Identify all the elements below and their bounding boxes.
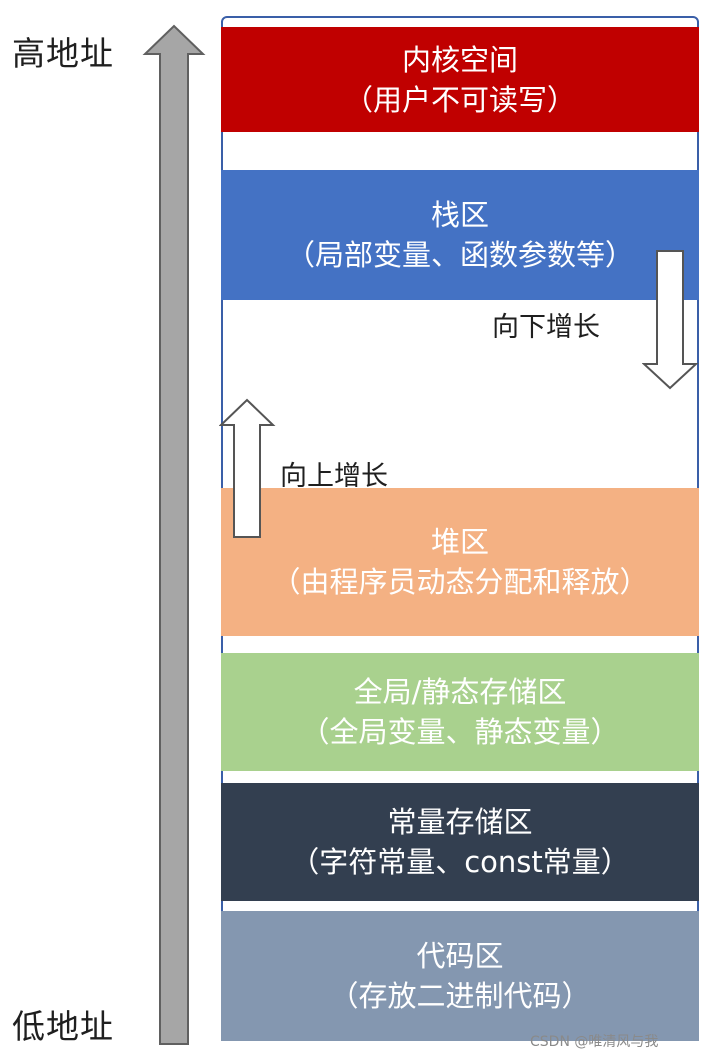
kernel-space-segment: 内核空间 （用户不可读写） bbox=[221, 27, 699, 132]
segment-subtitle: （局部变量、函数参数等） bbox=[285, 238, 634, 272]
segment-title: 常量存储区 bbox=[387, 805, 533, 839]
segment-title: 堆区 bbox=[430, 525, 489, 559]
constant-segment: 常量存储区 （字符常量、const常量） bbox=[221, 783, 699, 901]
segment-subtitle: （存放二进制代码） bbox=[329, 979, 591, 1013]
low-address-label: 低地址 bbox=[12, 1007, 114, 1046]
segment-title: 全局/静态存储区 bbox=[353, 675, 567, 709]
stack-growth-label: 向下增长 bbox=[492, 312, 600, 343]
segment-subtitle: （字符常量、const常量） bbox=[290, 845, 630, 879]
watermark: CSDN @唯清风与我 bbox=[530, 1034, 659, 1050]
heap-segment: 堆区 （由程序员动态分配和释放） bbox=[221, 488, 699, 636]
heap-growth-label: 向上增长 bbox=[280, 461, 388, 492]
segment-title: 代码区 bbox=[416, 939, 504, 973]
segment-subtitle: （由程序员动态分配和释放） bbox=[271, 565, 649, 599]
address-direction-arrow-icon bbox=[142, 24, 206, 1045]
code-segment: 代码区 （存放二进制代码） bbox=[221, 911, 699, 1041]
heap-grows-up-arrow-icon bbox=[219, 398, 276, 538]
stack-segment: 栈区 （局部变量、函数参数等） bbox=[221, 170, 699, 300]
high-address-label: 高地址 bbox=[12, 34, 114, 73]
segment-title: 栈区 bbox=[430, 198, 489, 232]
segment-title: 内核空间 bbox=[401, 42, 518, 77]
stack-grows-down-arrow-icon bbox=[642, 250, 699, 390]
segment-subtitle: （全局变量、静态变量） bbox=[300, 715, 620, 749]
segment-subtitle: （用户不可读写） bbox=[343, 82, 576, 117]
global-static-segment: 全局/静态存储区 （全局变量、静态变量） bbox=[221, 653, 699, 771]
